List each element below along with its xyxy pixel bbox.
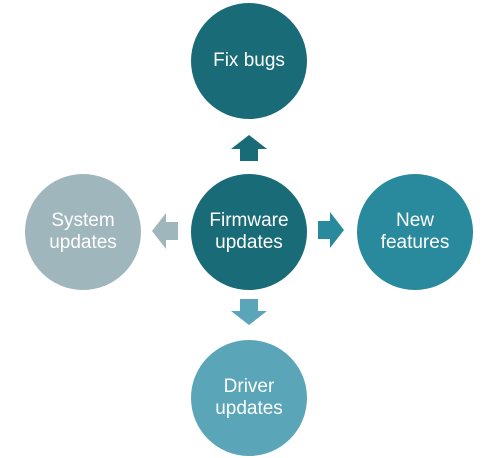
arrow-up-icon	[231, 135, 267, 161]
right-node-label-line-1: New	[395, 210, 434, 231]
arrow-left-icon	[152, 213, 178, 249]
bottom-node-driver-updates: Driver updates	[191, 340, 307, 456]
right-node-new-features: New features	[357, 174, 473, 290]
arrow-right-icon	[318, 212, 344, 248]
arrow-down-icon	[231, 299, 267, 325]
top-node-label: Fix bugs	[213, 50, 285, 71]
left-node-system-updates: System updates	[25, 174, 141, 290]
bottom-node-label-line-1: Driver	[223, 376, 275, 397]
center-node-label-line-2: updates	[215, 232, 283, 253]
left-node-label-line-2: updates	[49, 232, 117, 253]
left-node-label-line-1: System	[51, 210, 115, 231]
right-node-label-line-2: features	[380, 232, 450, 253]
center-node-firmware-updates: Firmware updates	[191, 174, 307, 290]
top-node-fix-bugs: Fix bugs	[191, 3, 307, 119]
bottom-node-label-line-2: updates	[215, 398, 283, 419]
center-node-label-line-1: Firmware	[209, 210, 289, 231]
